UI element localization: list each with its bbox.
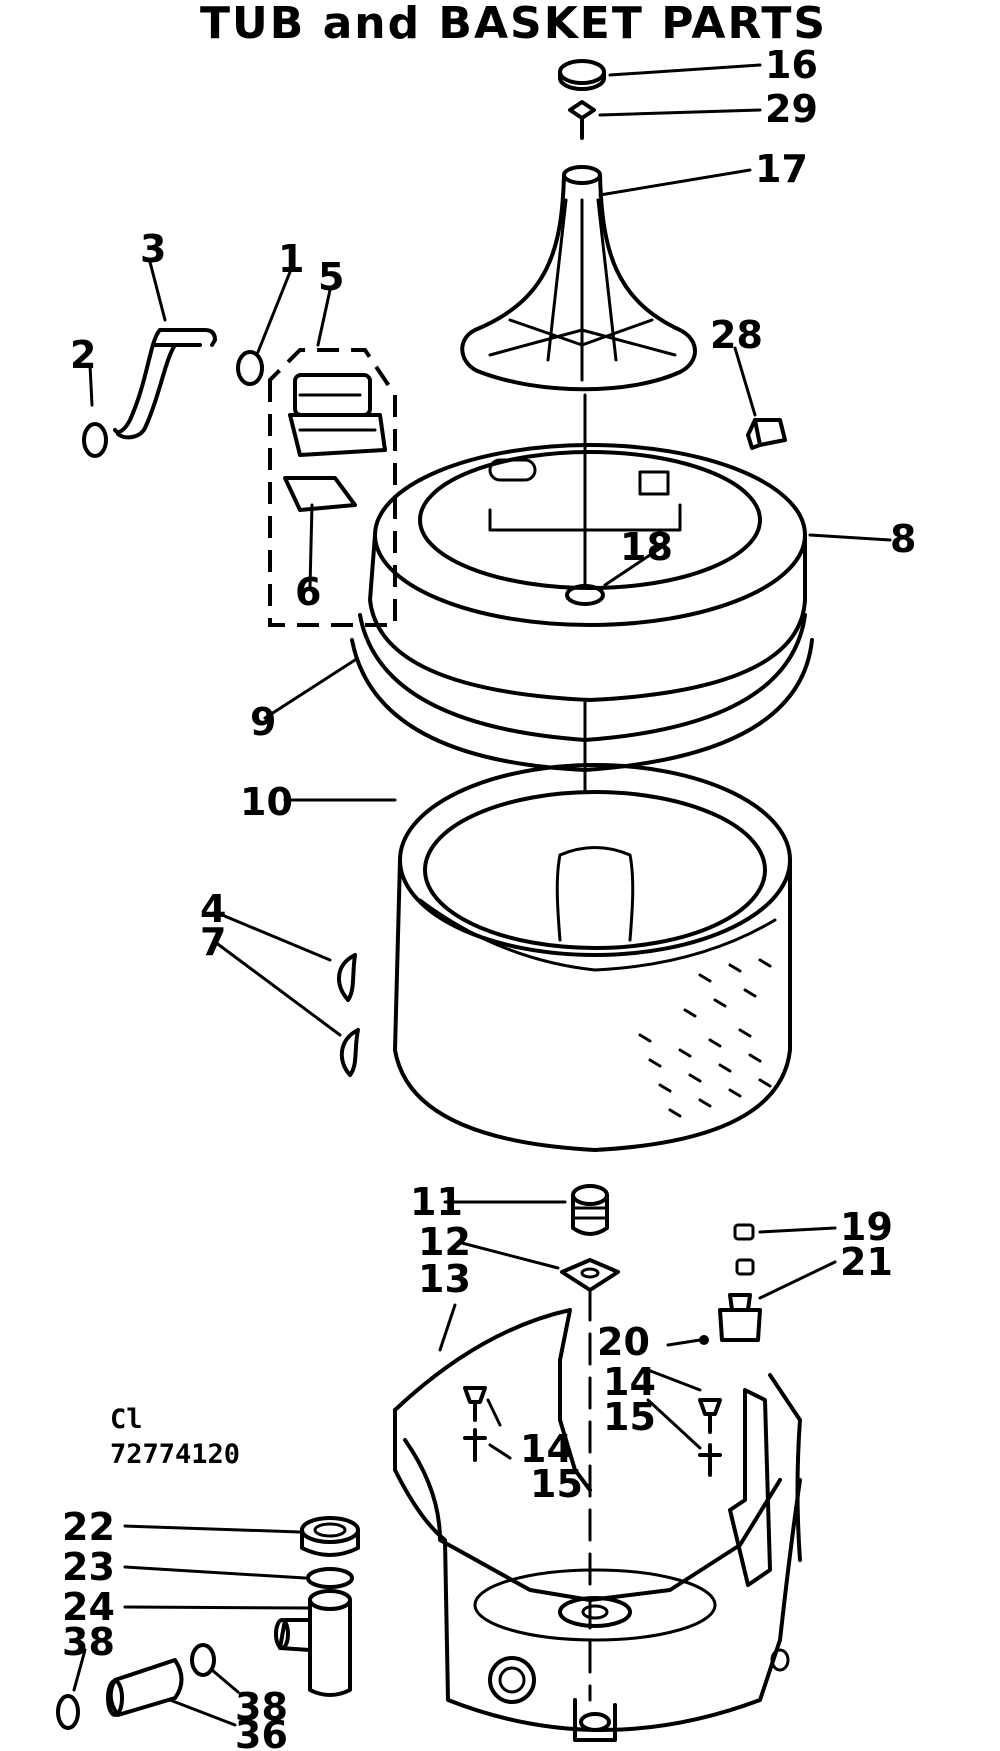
callout-12: 12: [418, 1220, 471, 1264]
callout-28: 28: [710, 313, 763, 357]
callout-2: 2: [70, 333, 96, 377]
basket-clip-lower: [339, 1028, 360, 1077]
callout-22: 22: [62, 1505, 115, 1549]
callout-3: 3: [140, 227, 166, 271]
callout-20: 20: [597, 1320, 650, 1364]
basket-perforations: [638, 958, 772, 1118]
tub-bolts-left: [463, 1386, 487, 1462]
lid-switch-bracket: [746, 418, 787, 450]
diagram-title: TUB and BASKET PARTS: [200, 0, 827, 49]
drive-hub: [571, 1184, 609, 1236]
callout-16: 16: [765, 43, 818, 87]
grommet-20: [699, 1335, 709, 1345]
callout-29: 29: [765, 87, 818, 131]
callout-13: 13: [418, 1257, 471, 1301]
pump-housing: [274, 1589, 352, 1697]
callout-17: 17: [755, 147, 808, 191]
hub-seal: [560, 1258, 620, 1292]
callout-4: 4: [200, 887, 226, 931]
tub-bolts-right: [698, 1398, 722, 1477]
tub-ring: [368, 393, 807, 702]
callout-15-right: 15: [603, 1395, 656, 1439]
callout-14-right: 14: [603, 1360, 656, 1404]
callout-6: 6: [295, 570, 321, 614]
agitator-cap: [558, 59, 606, 91]
valve-assembly-box: [268, 348, 397, 627]
hose-clamp-right: [190, 1643, 216, 1677]
pump-ring: [306, 1567, 354, 1589]
callout-24: 24: [62, 1585, 115, 1629]
callout-7: 7: [200, 920, 226, 964]
callout-1: 1: [278, 237, 304, 281]
cap-19b: [735, 1258, 755, 1276]
callout-38-left: 38: [62, 1620, 115, 1664]
tub-gasket: [350, 613, 814, 772]
hose-clamp-left: [56, 1694, 80, 1730]
callout-36: 36: [235, 1713, 288, 1751]
spin-basket: [393, 698, 792, 1152]
callout-14-left: 14: [520, 1427, 573, 1471]
agitator-bolt: [568, 100, 596, 140]
callout-23: 23: [62, 1545, 115, 1589]
catalog-line-1: Cl: [110, 1404, 143, 1435]
callout-11: 11: [410, 1180, 463, 1224]
cap-19: [733, 1223, 755, 1241]
callout-10: 10: [240, 780, 293, 824]
callout-19: 19: [840, 1205, 893, 1249]
callout-21: 21: [840, 1240, 893, 1284]
callout-8: 8: [890, 517, 916, 561]
callout-38-right: 38: [235, 1685, 288, 1729]
callout-5: 5: [318, 255, 344, 299]
leader-lines: [72, 63, 892, 1727]
callout-9: 9: [250, 700, 276, 744]
callout-15-left: 15: [530, 1462, 583, 1506]
pump-seal: [300, 1516, 360, 1557]
agitator: [460, 165, 697, 392]
outer-tub: [393, 1308, 802, 1742]
callout-18: 18: [620, 525, 673, 569]
hose: [82, 328, 264, 458]
basket-clip-upper: [337, 953, 357, 1002]
catalog-line-2: 72774120: [110, 1439, 240, 1470]
drain-hose: [106, 1658, 184, 1717]
pressure-dome: [718, 1293, 762, 1342]
